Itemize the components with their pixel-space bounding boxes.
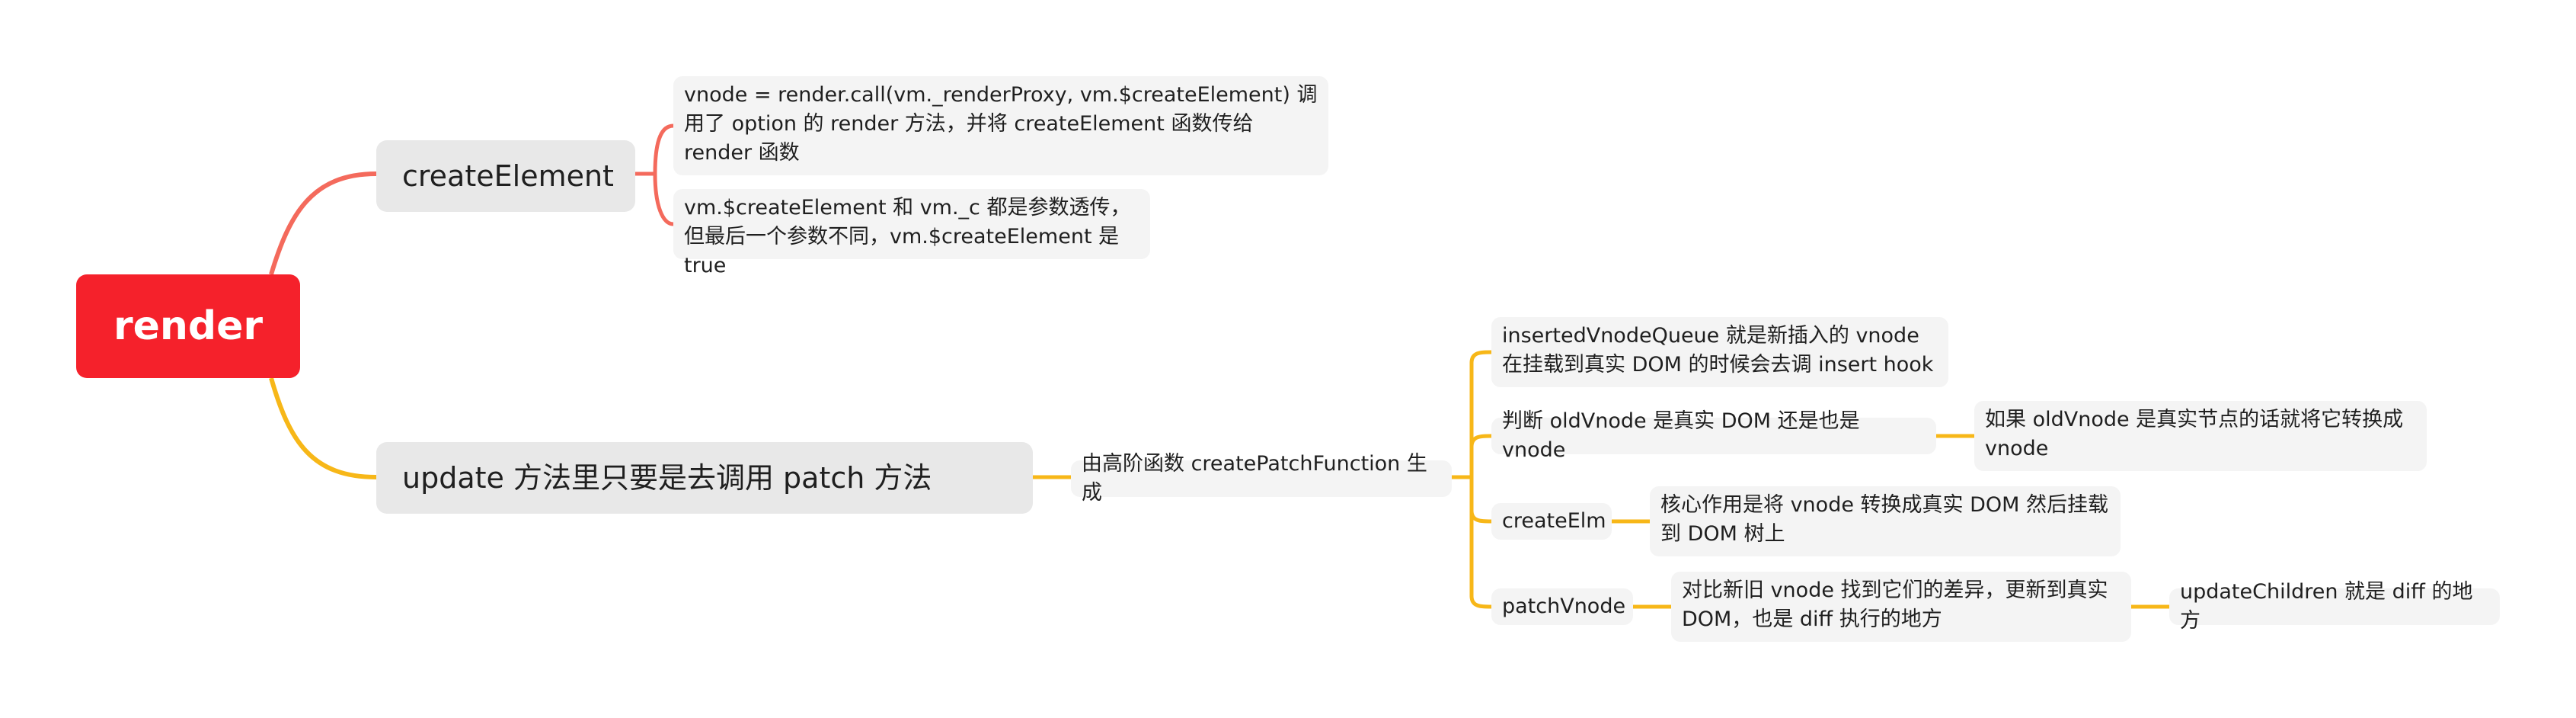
connector-createElement-desc2	[653, 173, 674, 226]
topic-createElement[interactable]: createElement	[376, 140, 635, 212]
connector-to-judge	[1469, 434, 1492, 477]
topic-update[interactable]: update 方法里只要是去调用 patch 方法	[376, 442, 1033, 514]
connector-createElement-desc1	[653, 123, 674, 175]
connector-to-createElm	[1469, 477, 1492, 524]
connector-to-patchVnode	[1469, 477, 1492, 609]
topic-createElm-desc[interactable]: 核心作用是将 vnode 转换成真实 DOM 然后挂载到 DOM 树上	[1650, 486, 2121, 556]
topic-judge-oldVnode-desc[interactable]: 如果 oldVnode 是真实节点的话就将它转换成 vnode	[1974, 401, 2427, 471]
connector-root-createElement	[269, 171, 377, 275]
topic-insertedVnodeQueue[interactable]: insertedVnodeQueue 就是新插入的 vnode 在挂载到真实 D…	[1491, 317, 1948, 387]
topic-createElement-render-call[interactable]: vnode = render.call(vm._renderProxy, vm.…	[673, 76, 1328, 175]
topic-patchVnode-desc[interactable]: 对比新旧 vnode 找到它们的差异，更新到真实DOM，也是 diff 执行的地…	[1671, 572, 2131, 642]
topic-patchVnode[interactable]: patchVnode	[1491, 588, 1633, 625]
topic-judge-oldVnode[interactable]: 判断 oldVnode 是真实 DOM 还是也是 vnode	[1491, 409, 1936, 462]
connector-root-update	[269, 377, 377, 479]
topic-updateChildren[interactable]: updateChildren 就是 diff 的地方	[2169, 580, 2500, 633]
topic-createPatchFunction[interactable]: 由高阶函数 createPatchFunction 生成	[1071, 452, 1452, 505]
topic-createElement-params[interactable]: vm.$createElement 和 vm._c 都是参数透传，但最后一个参数…	[673, 189, 1150, 277]
connector-to-inserted	[1469, 350, 1492, 477]
root-topic-render[interactable]: render	[76, 274, 300, 378]
topic-createElm[interactable]: createElm	[1491, 503, 1612, 540]
